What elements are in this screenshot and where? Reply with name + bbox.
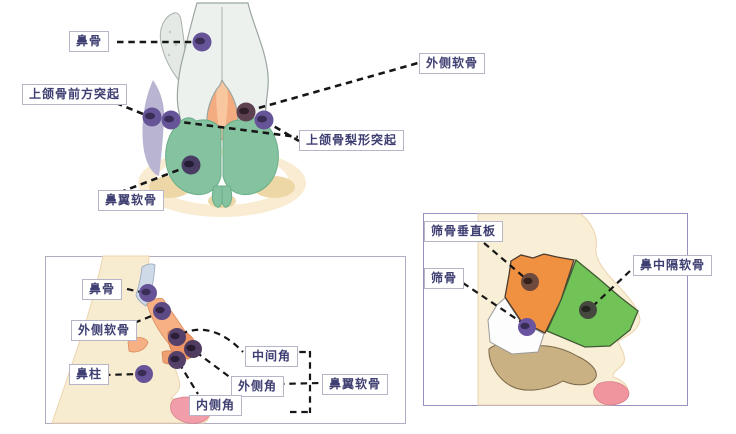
leader-perpendicular-plate <box>483 242 526 279</box>
marker-dot <box>142 107 162 127</box>
leader-intermediate-crus <box>180 328 244 353</box>
marker-dot <box>139 284 157 302</box>
marker-dot <box>181 155 201 175</box>
marker-dot <box>236 102 256 122</box>
marker-dot <box>161 110 181 130</box>
alar-tail-left-shape <box>211 185 223 208</box>
label-alar-cartilage-lateral: 鼻翼软骨 <box>322 374 389 395</box>
label-lateral-cartilage-frontal: 外侧软骨 <box>419 53 486 74</box>
marker-dot <box>579 301 597 319</box>
leader-septal-cartilage <box>592 270 631 307</box>
label-columella: 鼻柱 <box>69 364 110 385</box>
marker-dot <box>521 273 539 291</box>
label-nasal-bone-frontal: 鼻骨 <box>69 31 110 52</box>
bone-speckle <box>168 30 172 34</box>
leader-lateral-cartilage <box>247 61 419 113</box>
label-pyriform-process-maxilla: 上颌骨梨形突起 <box>299 130 405 151</box>
bracket-middle-stub <box>277 381 322 386</box>
frontal-process-maxilla-shape <box>142 80 165 176</box>
marker-dot <box>135 365 153 383</box>
leader-frontal-process <box>115 101 149 118</box>
marker-dot <box>254 110 274 130</box>
marker-dot <box>168 351 186 369</box>
lips-shape <box>593 381 630 406</box>
frontal-view-figure <box>112 2 419 217</box>
label-intermediate-crus: 中间角 <box>245 346 299 367</box>
label-perpendicular-plate-ethmoid: 筛骨垂直板 <box>424 221 504 242</box>
bone-speckle <box>167 53 171 57</box>
marker-dot <box>184 340 202 358</box>
marker-dot <box>168 328 186 346</box>
label-lateral-crus: 外侧角 <box>231 376 285 397</box>
marker-dot <box>192 32 212 52</box>
alar-tail-right-shape <box>221 185 233 208</box>
label-ethmoid-bone: 筛骨 <box>424 268 465 289</box>
leader-alar-cartilage <box>112 164 190 197</box>
marker-dot <box>153 302 171 320</box>
label-medial-crus: 内侧角 <box>189 395 243 416</box>
label-frontal-process-maxilla: 上颌骨前方突起 <box>22 84 128 105</box>
perpendicular-plate-shape <box>504 253 575 334</box>
lateral-view-panel <box>45 256 406 424</box>
label-lateral-cartilage-lateral: 外侧软骨 <box>71 320 138 341</box>
bone-speckle <box>174 43 178 47</box>
septum-view-figure <box>462 213 641 406</box>
leader-ethmoid <box>462 282 522 323</box>
leader-columella <box>103 372 141 377</box>
label-alar-cartilage-frontal: 鼻翼软骨 <box>98 190 165 211</box>
leader-pyriform-left <box>172 119 299 139</box>
label-septal-cartilage: 鼻中隔软骨 <box>633 255 713 276</box>
marker-dot <box>518 318 536 336</box>
leader-lateral-crus <box>195 351 232 379</box>
leader-medial-crus <box>178 362 199 395</box>
label-nasal-bone-lateral: 鼻骨 <box>82 279 123 300</box>
